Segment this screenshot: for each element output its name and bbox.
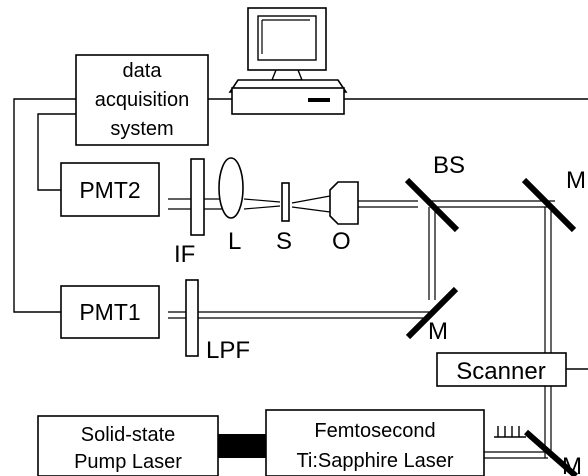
beam-paths	[168, 198, 555, 459]
mirror-mid	[405, 286, 459, 340]
lens-label: L	[228, 228, 241, 255]
focus-cone-left	[243, 198, 281, 210]
pump-laser-label-line2: Pump Laser	[74, 451, 182, 473]
daq-label-line1: data	[123, 60, 163, 82]
pump-laser-box	[37, 415, 219, 476]
daq-box	[75, 54, 209, 146]
femto-laser-label-line2: Ti:Sapphire Laser	[296, 450, 453, 472]
signal-wires	[13, 98, 588, 370]
pmt1-box	[60, 285, 160, 339]
femto-laser-box	[265, 409, 485, 476]
pmt2-label: PMT2	[79, 177, 140, 203]
objective	[329, 181, 359, 225]
if-filter-label: IF	[174, 241, 195, 268]
if-filter	[190, 158, 205, 236]
objective-label: O	[332, 228, 351, 255]
scanner-label: Scanner	[456, 358, 545, 385]
pump-beam	[218, 434, 266, 458]
lpf-label: LPF	[206, 337, 250, 364]
mirror-bottom-label: M	[562, 453, 582, 476]
sample	[281, 182, 290, 222]
lpf-filter	[185, 279, 199, 357]
daq-label-line3: system	[110, 118, 173, 140]
beam-splitter	[404, 177, 460, 233]
pmt1-label: PMT1	[79, 299, 140, 325]
computer-icon	[228, 7, 348, 115]
mirror-bottom	[524, 429, 578, 476]
focus-cone-right	[291, 195, 331, 213]
lens	[218, 157, 244, 219]
pump-laser-label-line1: Solid-state	[81, 424, 176, 446]
scanner-box	[436, 352, 567, 387]
beam-splitter-label: BS	[433, 152, 465, 179]
mirror-top-label: M	[566, 167, 586, 194]
sample-label: S	[276, 228, 292, 255]
femto-laser-label-line1: Femtosecond	[314, 420, 435, 442]
pulse-train-icon	[494, 426, 526, 438]
mirror-mid-label: M	[428, 318, 448, 345]
daq-label-line2: acquisition	[95, 89, 190, 111]
pmt2-box	[60, 162, 160, 217]
mirror-top	[521, 177, 577, 233]
